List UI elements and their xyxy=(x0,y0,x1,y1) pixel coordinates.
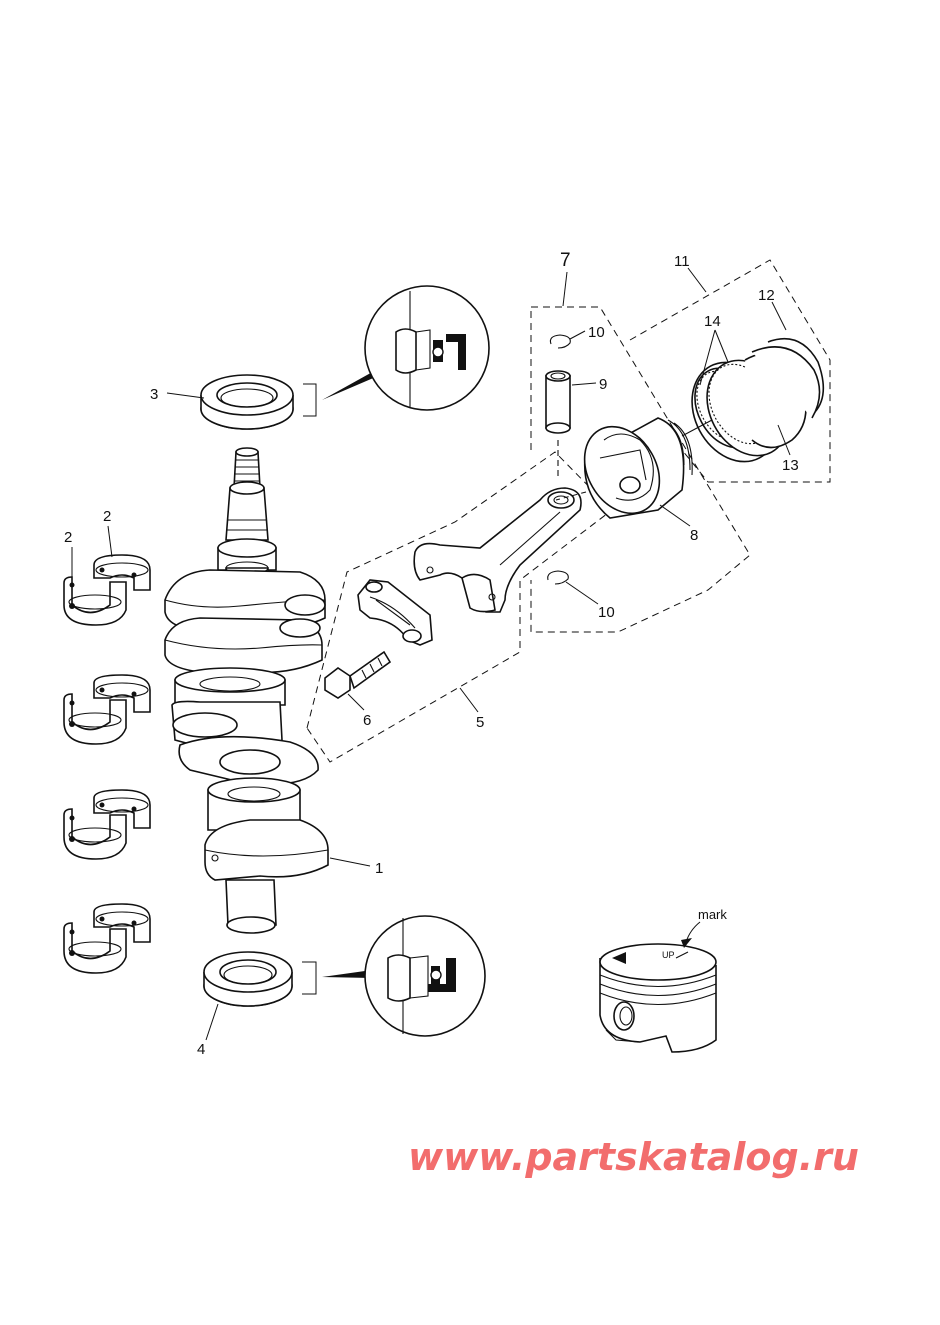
callout-piston-assy: 7 xyxy=(560,250,571,271)
crankshaft xyxy=(164,447,329,934)
piston-up-label: UP xyxy=(662,950,675,960)
top-ring xyxy=(751,338,825,419)
seal-detail-top xyxy=(364,285,490,411)
callout-con-rod-assy: 5 xyxy=(476,714,484,731)
connecting-rod-cap xyxy=(357,579,433,646)
circlip-bottom xyxy=(547,570,569,585)
main-bearing-2 xyxy=(63,674,151,745)
callout-ring-set: 11 xyxy=(674,253,690,270)
ring-set-outline xyxy=(629,259,831,483)
main-bearing-lower-1 xyxy=(63,576,127,626)
mark-label: mark xyxy=(698,907,727,922)
callout-bearing-lower: 2 xyxy=(64,529,72,546)
callout-circlip-bottom: 10 xyxy=(598,604,615,621)
callout-oil-seal-top: 3 xyxy=(150,386,158,403)
seal-detail-bottom xyxy=(364,915,486,1037)
callout-circlip-top: 10 xyxy=(588,324,605,341)
callout-piston-pin: 9 xyxy=(599,376,607,393)
oil-seal-bottom xyxy=(203,951,293,1007)
callout-oil-ring: 14 xyxy=(704,313,721,330)
watermark-text: www.partskatalog.ru xyxy=(408,1135,859,1179)
piston-mark-detail: UP xyxy=(599,943,717,1053)
callout-oil-seal-bottom: 4 xyxy=(197,1041,205,1058)
callout-crankshaft: 1 xyxy=(375,860,383,877)
con-rod-bolt xyxy=(324,650,392,699)
callout-con-rod-bolt: 6 xyxy=(363,712,371,729)
oil-seal-top xyxy=(200,374,294,430)
connecting-rod xyxy=(413,487,582,613)
circlip-top xyxy=(549,334,571,349)
callout-bearing-upper: 2 xyxy=(103,508,111,525)
piston xyxy=(583,417,693,519)
callout-second-ring: 13 xyxy=(782,457,799,474)
bracket-bottom xyxy=(302,961,317,995)
main-bearing-upper-1 xyxy=(93,554,151,591)
piston-assy-outline xyxy=(530,306,751,633)
callout-top-ring: 12 xyxy=(758,287,775,304)
piston-pin xyxy=(545,370,571,434)
callout-piston: 8 xyxy=(690,527,698,544)
bracket-top xyxy=(303,383,317,417)
main-bearing-4 xyxy=(63,903,151,974)
main-bearing-3 xyxy=(63,789,151,860)
